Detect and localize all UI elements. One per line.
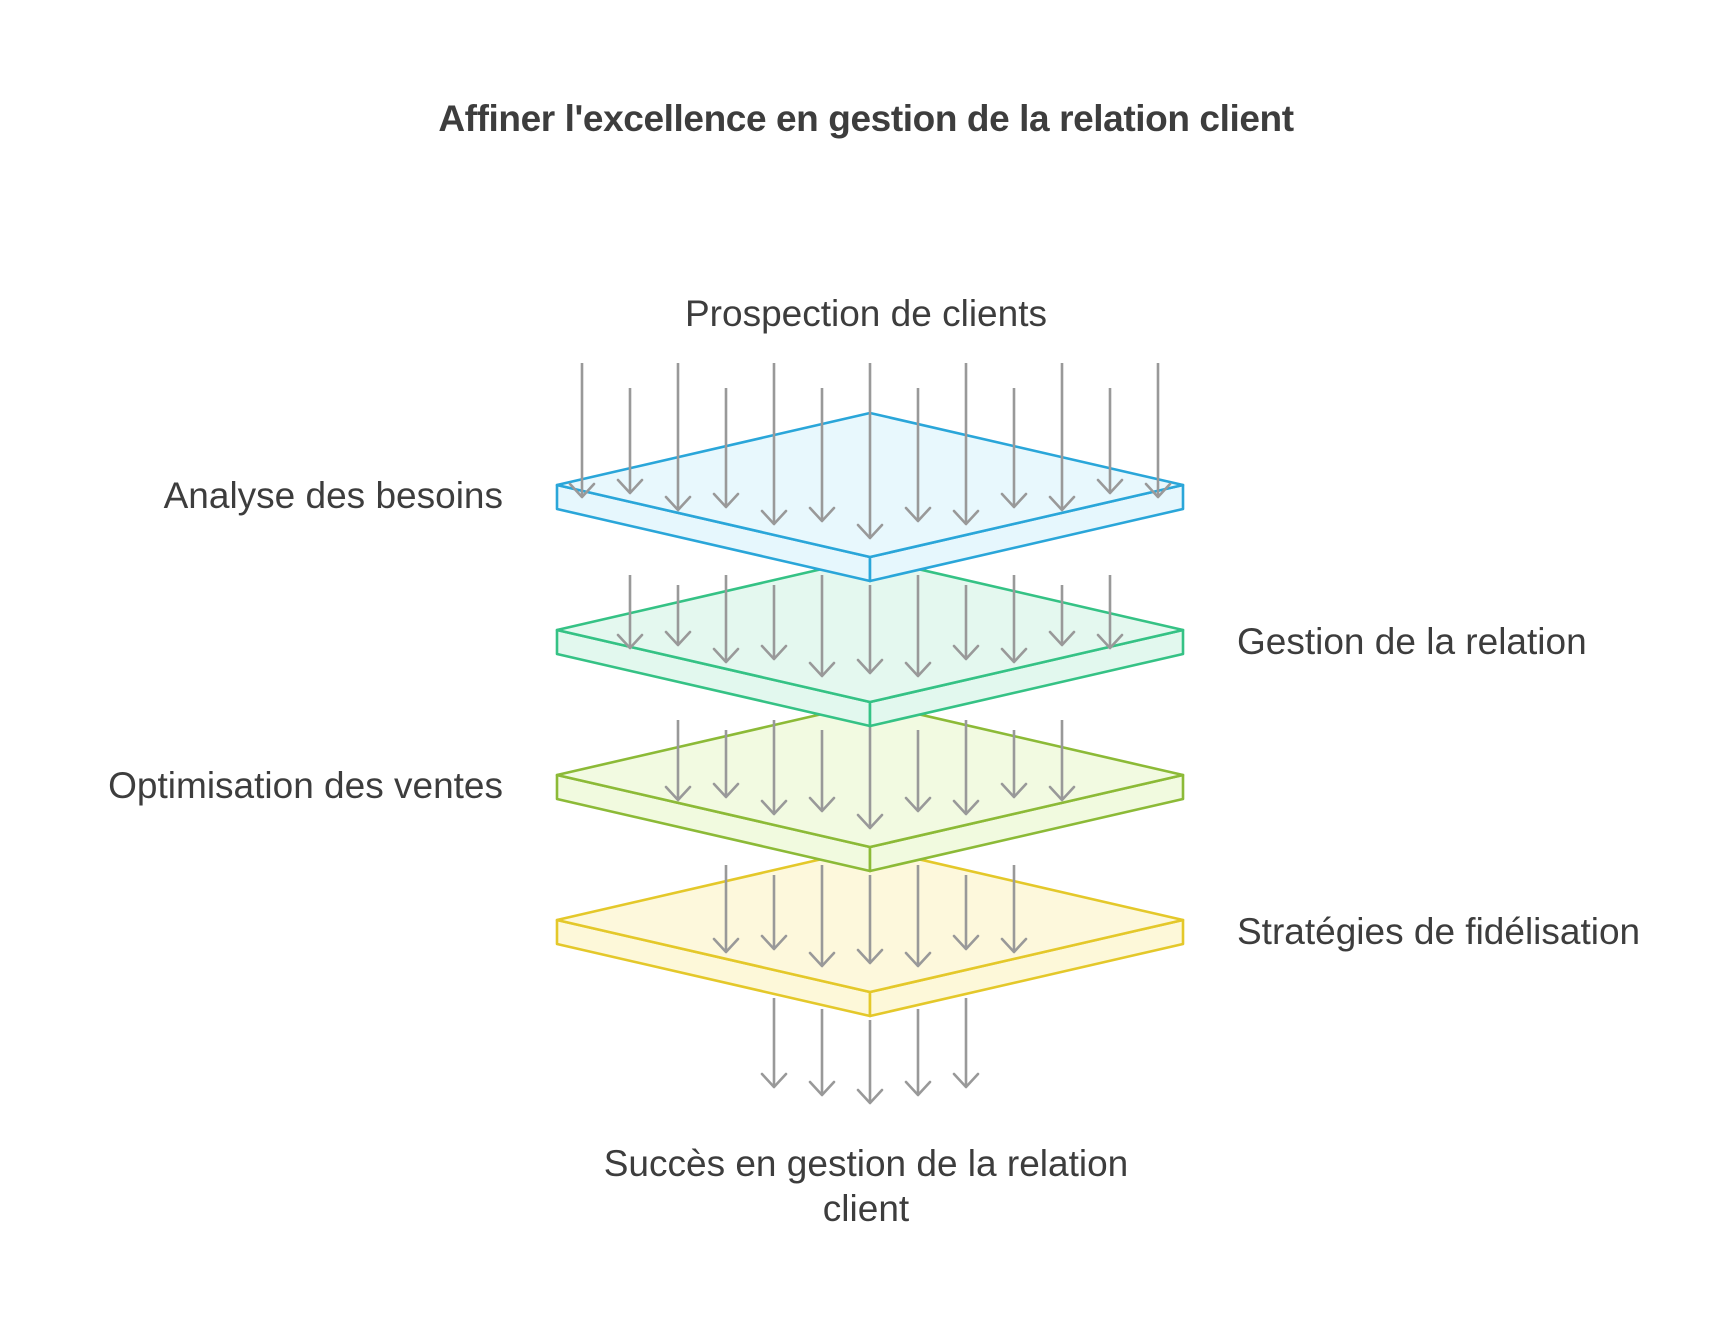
arrow-output-2: [808, 1009, 836, 1097]
layer-label-optimisation: Optimisation des ventes: [108, 765, 503, 806]
arrow-layer3-3: [760, 720, 788, 816]
arrow-layer4-6: [952, 875, 980, 951]
arrow-layer2-5: [808, 575, 836, 678]
arrow-layer2-10: [1048, 585, 1076, 647]
input-label: Prospection de clients: [685, 293, 1047, 334]
arrow-layer1-9: [952, 363, 980, 526]
arrow-layer2-3: [712, 575, 740, 664]
layer-label-analyse: Analyse des besoins: [163, 475, 503, 516]
arrow-layer1-12: [1096, 388, 1124, 495]
diagram-title: Affiner l'excellence en gestion de la re…: [438, 98, 1294, 139]
arrow-layer1-10: [1000, 388, 1028, 509]
arrow-layer2-2: [664, 585, 692, 647]
arrow-layer2-7: [904, 575, 932, 678]
arrow-layer3-2: [712, 730, 740, 799]
arrow-layer3-7: [952, 720, 980, 816]
arrow-layer1-1: [568, 363, 596, 499]
arrow-layer4-2: [760, 875, 788, 951]
arrow-layer4-5: [904, 865, 932, 968]
arrow-layer1-13: [1144, 363, 1172, 499]
arrow-layer2-8: [952, 585, 980, 661]
arrow-layer1-3: [664, 363, 692, 512]
arrow-layer1-11: [1048, 363, 1076, 512]
arrow-layer1-5: [760, 363, 788, 526]
arrow-output-4: [904, 1009, 932, 1097]
layer-label-strategies: Stratégies de fidélisation: [1237, 911, 1641, 952]
arrow-layer3-6: [904, 730, 932, 813]
arrow-layer2-4: [760, 585, 788, 661]
arrow-layer1-4: [712, 388, 740, 509]
arrow-layer1-2: [616, 388, 644, 495]
arrow-layer4-7: [1000, 865, 1028, 954]
layer-label-gestion: Gestion de la relation: [1237, 621, 1587, 662]
arrow-layer3-4: [808, 730, 836, 813]
arrow-layer3-8: [1000, 730, 1028, 799]
arrow-layer3-5: [856, 720, 884, 830]
arrow-layer4-3: [808, 865, 836, 968]
arrow-layer2-1: [616, 575, 644, 650]
arrow-layer2-6: [856, 585, 884, 675]
arrow-output-3: [856, 1020, 884, 1105]
output-label: Succès en gestion de la relation client: [603, 1143, 1129, 1230]
arrow-layer1-6: [808, 388, 836, 523]
arrow-output-5: [952, 998, 980, 1089]
arrow-layer4-4: [856, 875, 884, 965]
arrow-layer2-11: [1096, 575, 1124, 650]
arrow-layer3-9: [1048, 720, 1076, 802]
arrow-layer4-1: [712, 865, 740, 954]
arrow-layer2-9: [1000, 575, 1028, 664]
arrow-layer1-7: [856, 363, 884, 540]
arrow-output-1: [760, 998, 788, 1089]
arrow-layer1-8: [904, 388, 932, 523]
arrow-layer3-1: [664, 720, 692, 802]
